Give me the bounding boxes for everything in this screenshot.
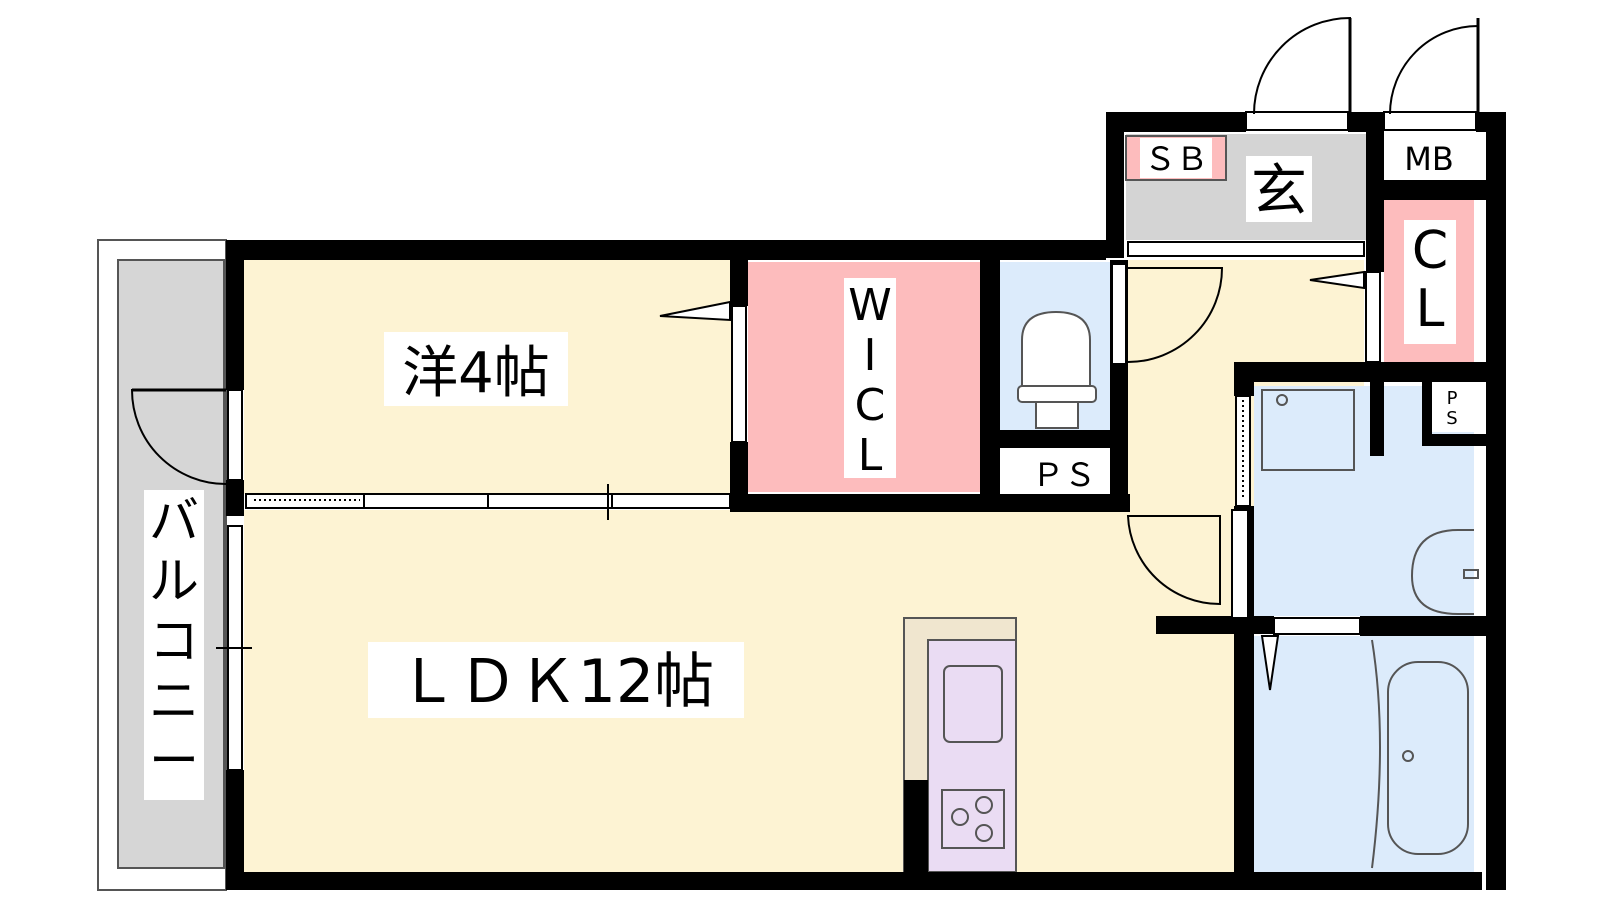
burner-icon [975,796,993,814]
entrance-label: 玄 [1251,159,1307,224]
bathroom-area [1254,636,1474,872]
stove-icon [941,789,1005,849]
walls [226,112,1506,890]
label-bg [368,642,744,718]
balcony-outline [97,239,227,891]
washbasin-icon [1410,529,1479,615]
label-bg [844,278,896,478]
label-bg [384,332,568,406]
folding-door-mark [1309,270,1365,290]
label-bg [1390,138,1468,178]
label-bg [1246,156,1312,222]
ldk-label: ＬＤＫ12帖 [398,647,714,717]
pipe-space-1-label: ＰＳ [1032,456,1096,494]
label-bg [1140,138,1212,178]
sink-icon [943,665,1003,743]
toilet-icon [1017,310,1097,429]
meter-box-label: MB [1404,140,1454,178]
western-room-label: 洋4帖 [402,341,550,406]
balcony-label: バルコニー [149,492,199,790]
folding-door-mark [659,300,731,322]
washing-machine-icon [1261,389,1355,471]
shoe-box-label: ＳＢ [1144,140,1208,178]
label-bg [1018,454,1110,494]
burner-icon [975,824,993,842]
burner-icon [951,808,969,826]
door-swings [130,16,1479,606]
label-bg [144,490,204,800]
folding-door-mark [1260,635,1280,691]
label-bg [1404,220,1456,344]
bathtub-icon [1371,639,1469,869]
sliding-doors [227,111,1477,771]
pipe-space-2-area [1428,386,1474,432]
